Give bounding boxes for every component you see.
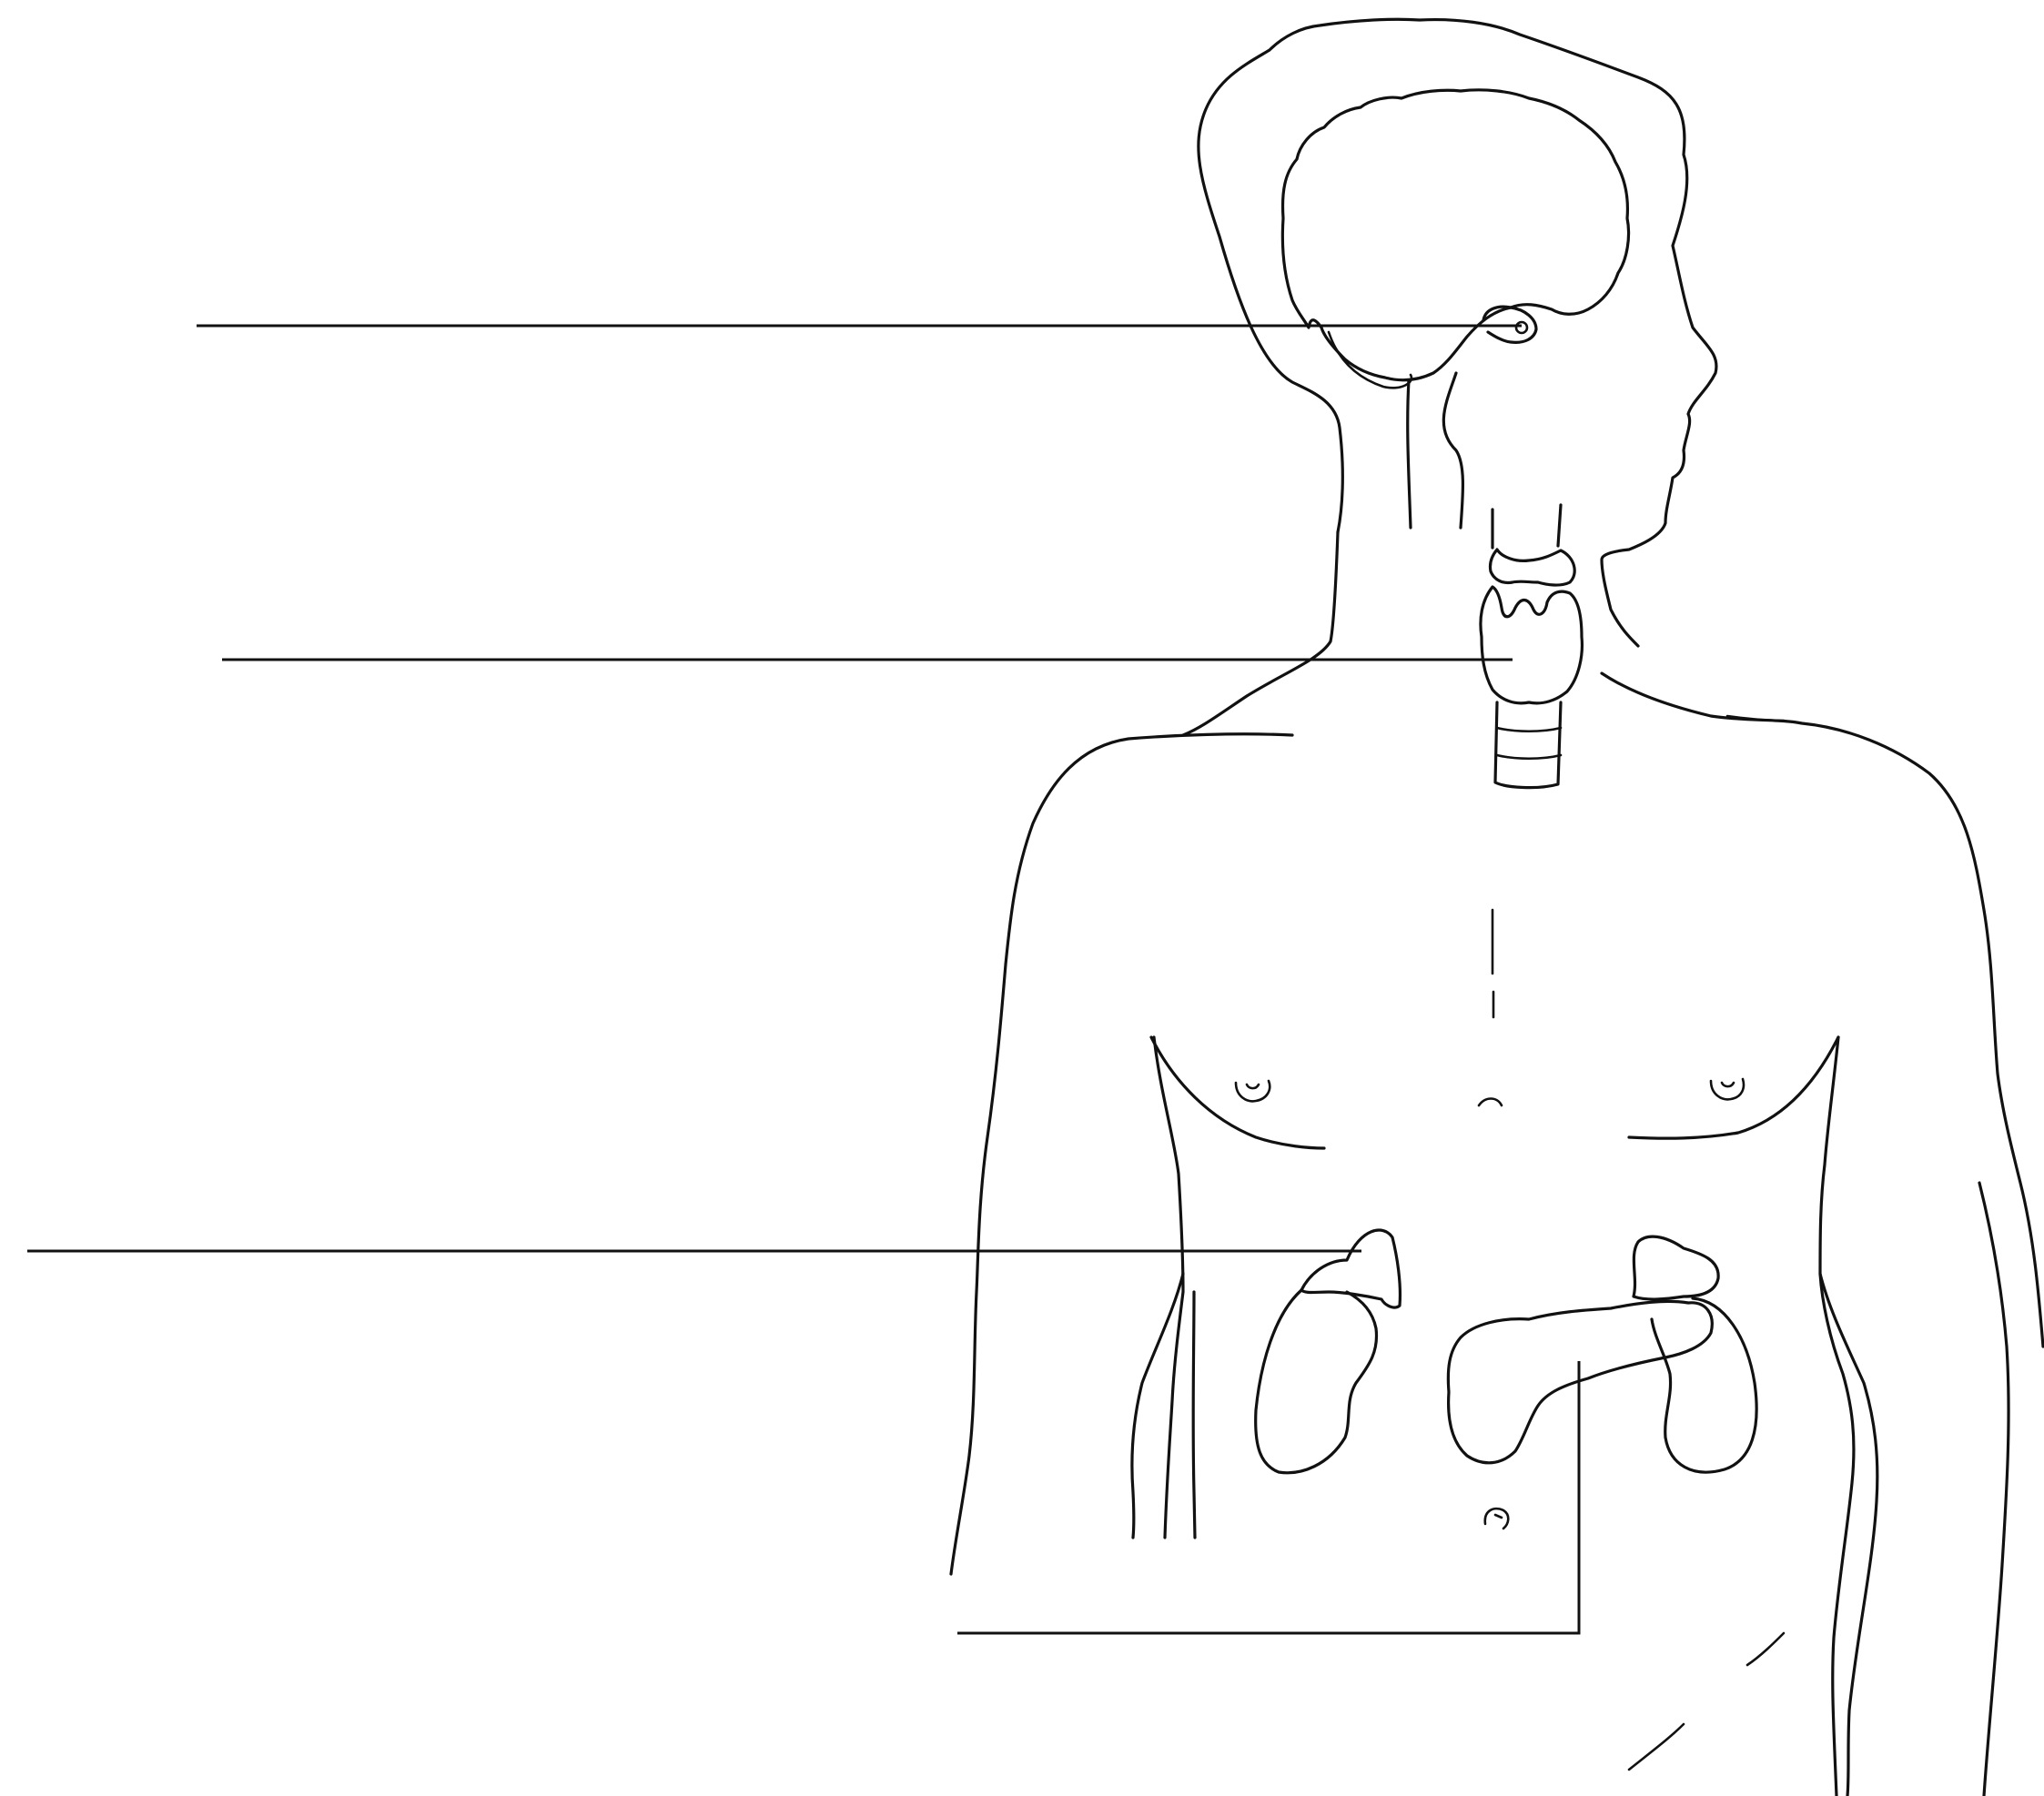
torso-right-inner — [1820, 1274, 1877, 1796]
brainstem — [1408, 380, 1411, 528]
right-arm-inner — [1979, 1183, 2009, 1796]
head-outline — [1199, 19, 1716, 646]
leader-pancreas — [957, 1361, 1579, 1633]
chest-features — [1151, 910, 1838, 1148]
right-pec — [1629, 1037, 1838, 1138]
torso-left-inner — [1132, 1274, 1183, 1538]
hip-line-2 — [1629, 1724, 1684, 1770]
left-kidney — [1256, 1290, 1377, 1473]
thyroid-gland — [1481, 505, 1583, 788]
navel — [1485, 1508, 1508, 1529]
hip-line-1 — [1747, 1633, 1784, 1665]
right-shoulder-arm — [1602, 673, 2043, 1347]
brain — [1282, 90, 1628, 380]
left-nipple — [1236, 1081, 1270, 1101]
right-adrenal — [1634, 1236, 1718, 1299]
brainstem-right — [1443, 373, 1462, 528]
torso-right — [1820, 1037, 1854, 1796]
xiphoid-mark — [1479, 1099, 1502, 1106]
right-kidney — [1652, 1298, 1756, 1472]
body-outline — [951, 19, 2043, 1796]
torso-left-inner2 — [1193, 1292, 1195, 1538]
right-nipple — [1711, 1079, 1744, 1099]
neck-left — [1183, 532, 1338, 735]
left-kidney-adrenal — [1256, 1230, 1401, 1473]
right-kidney-adrenal — [1634, 1236, 1756, 1472]
left-shoulder-arm — [951, 734, 1292, 1574]
